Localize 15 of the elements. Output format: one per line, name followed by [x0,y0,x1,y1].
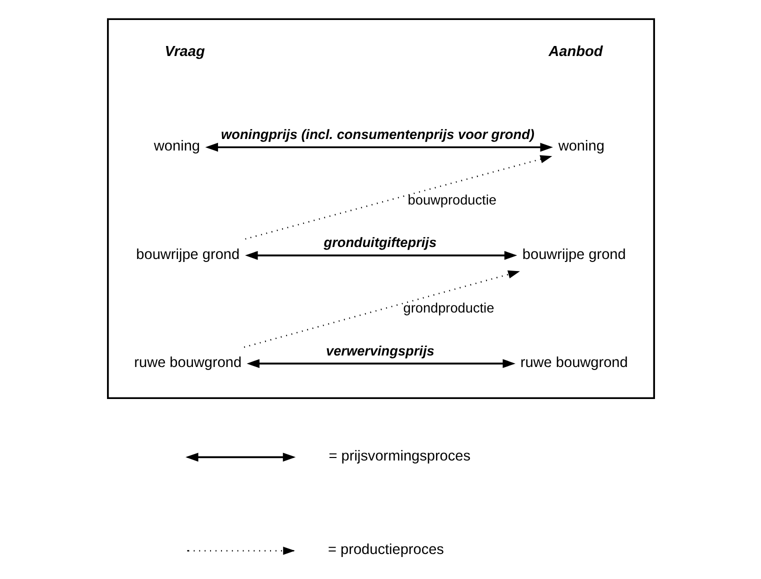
edge-label: woningprijs (incl. consumentenprijs voor grond) [220,127,534,142]
node-text: bouwrijpe grond [136,246,240,263]
edge-label: gronduitgifteprijs [323,235,436,250]
legend-label: = productieproces [328,542,444,558]
edge-label: grondproductie [402,300,494,316]
label: Aanbod [548,44,602,60]
node-text: ruwe bouwgrond [520,355,628,372]
edge-label: verwervingsprijs [326,343,434,358]
node-text: ruwe bouwgrond [134,355,242,372]
node-text: bouwrijpe grond [522,246,626,263]
edge-label: bouwproductie [407,192,496,208]
label: Vraag [164,44,204,60]
node-text: woning [153,138,200,155]
node-text: woning [558,138,604,155]
legend-label: = prijsvormingsproces [328,448,470,465]
